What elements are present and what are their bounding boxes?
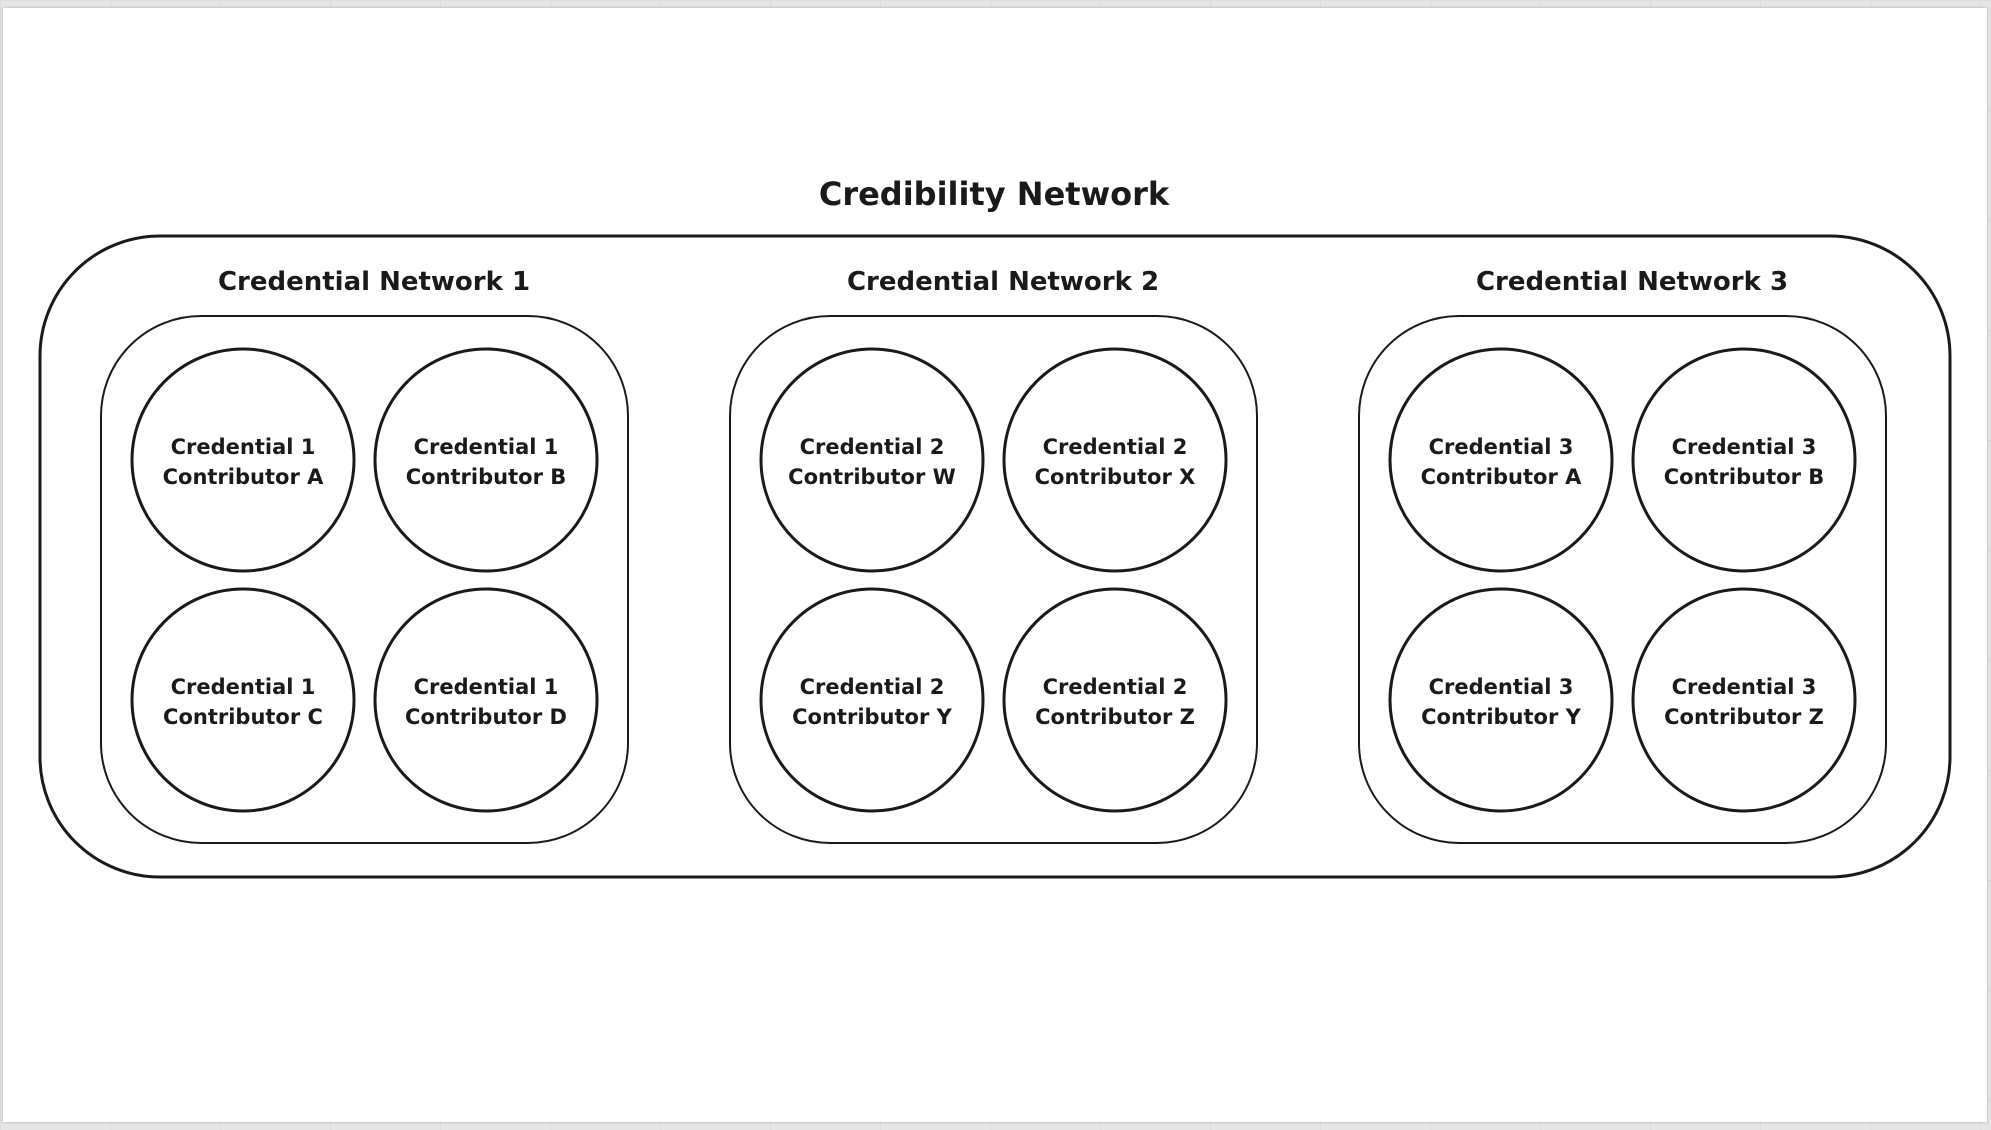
node-line2: Contributor A: [163, 465, 324, 489]
node-credential-2-contributor-z[interactable]: Credential 2 Contributor Z: [1002, 587, 1228, 813]
node-line2: Contributor W: [788, 465, 956, 489]
diagram-page: [3, 8, 1987, 1122]
node-line1: Credential 2: [1043, 675, 1188, 699]
node-credential-2-contributor-w[interactable]: Credential 2 Contributor W: [759, 347, 985, 573]
credential-network-1-box[interactable]: [100, 315, 629, 844]
node-circle: [130, 347, 356, 573]
node-line1: Credential 2: [800, 675, 945, 699]
node-circle: [1631, 587, 1857, 813]
node-line2: Contributor X: [1035, 465, 1196, 489]
node-line1: Credential 2: [1043, 435, 1188, 459]
node-circle: [759, 347, 985, 573]
node-credential-3-contributor-y[interactable]: Credential 3 Contributor Y: [1388, 587, 1614, 813]
node-line2: Contributor Z: [1035, 705, 1195, 729]
node-circle: [1002, 587, 1228, 813]
credential-network-3-box[interactable]: [1358, 315, 1887, 844]
node-line1: Credential 3: [1672, 675, 1817, 699]
node-line1: Credential 3: [1429, 435, 1574, 459]
node-credential-3-contributor-z[interactable]: Credential 3 Contributor Z: [1631, 587, 1857, 813]
node-circle: [373, 347, 599, 573]
node-line1: Credential 3: [1429, 675, 1574, 699]
node-line2: Contributor D: [405, 705, 567, 729]
node-circle: [1002, 347, 1228, 573]
node-credential-2-contributor-y[interactable]: Credential 2 Contributor Y: [759, 587, 985, 813]
node-line1: Credential 1: [171, 435, 316, 459]
node-line2: Contributor A: [1421, 465, 1582, 489]
credential-network-1-label: Credential Network 1: [218, 267, 530, 297]
node-line2: Contributor B: [1664, 465, 1825, 489]
node-line1: Credential 1: [171, 675, 316, 699]
node-line1: Credential 1: [414, 675, 559, 699]
credential-network-3-label: Credential Network 3: [1476, 267, 1788, 297]
node-circle: [1631, 347, 1857, 573]
credential-network-2-label: Credential Network 2: [847, 267, 1159, 297]
credibility-network-container[interactable]: [38, 234, 1952, 879]
node-credential-2-contributor-x[interactable]: Credential 2 Contributor X: [1002, 347, 1228, 573]
node-circle: [130, 587, 356, 813]
node-credential-3-contributor-b[interactable]: Credential 3 Contributor B: [1631, 347, 1857, 573]
node-line1: Credential 2: [800, 435, 945, 459]
node-credential-1-contributor-c[interactable]: Credential 1 Contributor C: [130, 587, 356, 813]
node-circle: [759, 587, 985, 813]
node-credential-1-contributor-b[interactable]: Credential 1 Contributor B: [373, 347, 599, 573]
diagram-title: Credibility Network: [819, 175, 1170, 213]
node-line2: Contributor Y: [792, 705, 952, 729]
node-credential-1-contributor-d[interactable]: Credential 1 Contributor D: [373, 587, 599, 813]
node-line1: Credential 3: [1672, 435, 1817, 459]
credential-network-3[interactable]: Credential Network 3 Credential 3 Contri…: [1358, 267, 1887, 844]
credential-network-1[interactable]: Credential Network 1 Credential 1 Contri…: [100, 267, 629, 844]
node-line2: Contributor C: [163, 705, 323, 729]
credential-network-2-box[interactable]: [729, 315, 1258, 844]
node-circle: [373, 587, 599, 813]
node-line2: Contributor B: [406, 465, 567, 489]
node-line1: Credential 1: [414, 435, 559, 459]
node-circle: [1388, 347, 1614, 573]
node-credential-1-contributor-a[interactable]: Credential 1 Contributor A: [130, 347, 356, 573]
node-line2: Contributor Y: [1421, 705, 1581, 729]
node-line2: Contributor Z: [1664, 705, 1824, 729]
credential-network-2[interactable]: Credential Network 2 Credential 2 Contri…: [729, 267, 1258, 844]
node-circle: [1388, 587, 1614, 813]
node-credential-3-contributor-a[interactable]: Credential 3 Contributor A: [1388, 347, 1614, 573]
